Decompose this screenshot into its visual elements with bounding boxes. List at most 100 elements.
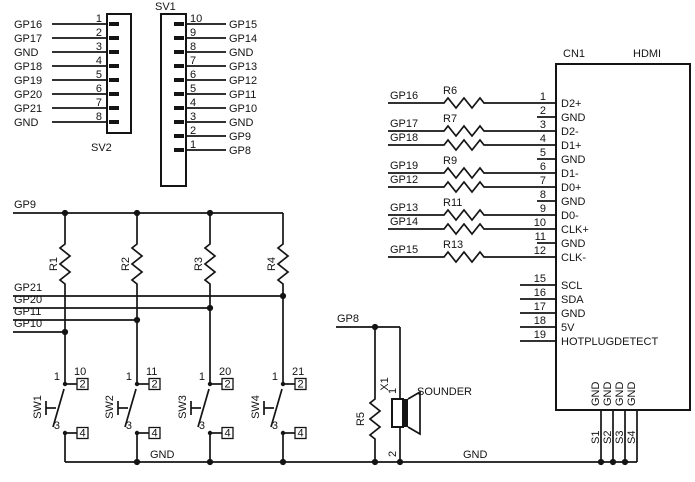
pin-number: 4 xyxy=(190,97,196,109)
pin-number: 18 xyxy=(534,315,546,327)
switch-lever xyxy=(270,388,283,428)
net-label: GP21 xyxy=(14,282,42,294)
pad-number: 2 xyxy=(79,379,85,391)
switch-pad xyxy=(221,377,234,391)
resistor-symbol xyxy=(440,180,488,194)
junction-dot xyxy=(279,292,287,300)
resistor-name: R1 xyxy=(48,257,60,271)
pin-number: 6 xyxy=(540,161,546,173)
pin-name: CLK+ xyxy=(561,224,589,236)
resistor-symbol xyxy=(58,240,72,288)
pin-contact xyxy=(174,36,184,40)
net-label: GP8 xyxy=(229,145,251,157)
hdmi-body xyxy=(555,63,691,411)
pin-number: 2 xyxy=(190,125,196,137)
switch-name: SW3 xyxy=(177,395,189,419)
switch-value: 21 xyxy=(292,366,304,378)
pin-contact xyxy=(174,134,184,138)
net-label-gp9: GP9 xyxy=(14,199,36,211)
hdmi-value: HDMI xyxy=(633,48,661,60)
resistor-symbol xyxy=(440,96,488,110)
pin-name: GND xyxy=(602,382,614,407)
pin-number: 1 xyxy=(387,388,399,394)
pin-number: 1 xyxy=(540,91,546,103)
net-label: GP14 xyxy=(229,33,257,45)
pin-name: GND xyxy=(561,154,586,166)
keypad: R1241310SW1R2241311SW2R3241320SW3R424132… xyxy=(13,209,307,462)
net-label: GND xyxy=(14,47,39,59)
resistor-symbol xyxy=(440,250,488,264)
pin-number: 12 xyxy=(534,245,546,257)
junction-dot xyxy=(206,304,214,312)
pin-number: 6 xyxy=(190,69,196,81)
sounder-body xyxy=(391,398,404,428)
pin-number: 3 xyxy=(54,420,60,432)
pin-contact xyxy=(109,78,119,82)
resistor-symbol xyxy=(440,166,488,180)
pin-number: 11 xyxy=(535,231,546,243)
switch-lever xyxy=(197,388,210,428)
resistor-symbol xyxy=(368,395,382,443)
pin-number: 2 xyxy=(540,105,546,117)
resistor-name: R6 xyxy=(443,85,457,97)
switch-pad xyxy=(76,426,89,440)
net-label: GP13 xyxy=(229,61,257,73)
pin-number: 3 xyxy=(126,420,132,432)
net-label: GP10 xyxy=(14,318,42,330)
resistor-name: R11 xyxy=(443,197,462,209)
resistor-symbol xyxy=(130,240,144,288)
switch-pad xyxy=(294,377,307,391)
resistor-symbol xyxy=(440,208,488,222)
pin-number: 1 xyxy=(54,371,60,383)
junction-dot xyxy=(621,458,629,466)
pin-contact xyxy=(109,92,119,96)
net-label: GP9 xyxy=(229,131,251,143)
pin-name: GND xyxy=(561,238,586,250)
junction-dot xyxy=(597,458,605,466)
pad-name: S3 xyxy=(614,431,626,444)
net-label: GP11 xyxy=(14,306,41,318)
sounder-body-plate xyxy=(403,399,408,427)
pin-number: 3 xyxy=(96,41,102,53)
net-label: GP15 xyxy=(229,19,257,31)
net-label: GND xyxy=(14,117,39,129)
sv2-name: SV2 xyxy=(91,142,112,154)
net-label: GP17 xyxy=(14,33,42,45)
pin-number: 9 xyxy=(190,27,196,39)
resistor-name: R3 xyxy=(193,257,205,271)
resistor-name: R13 xyxy=(443,239,463,251)
pad-number: 4 xyxy=(79,428,85,440)
pin-name: D0+ xyxy=(561,182,582,194)
pin-number: 4 xyxy=(540,133,546,145)
net-label: GP18 xyxy=(14,61,42,73)
net-label: GND xyxy=(229,47,254,59)
pin-number: 3 xyxy=(199,420,205,432)
pin-name: SDA xyxy=(561,294,584,306)
pin-number: 17 xyxy=(534,301,546,313)
pad-name: S2 xyxy=(602,431,614,444)
resistor-name: R5 xyxy=(355,412,367,426)
pin-name: GND xyxy=(561,308,586,320)
sounder-cone xyxy=(407,390,421,436)
pin-name: GND xyxy=(561,112,586,124)
sv2-body xyxy=(106,13,132,134)
pin-name: 5V xyxy=(561,322,575,334)
switch-pad xyxy=(294,426,307,440)
pin-number: 1 xyxy=(199,371,205,383)
pad-number: 4 xyxy=(151,428,157,440)
pin-number: 9 xyxy=(540,203,546,215)
net-label: GP17 xyxy=(390,118,418,130)
pin-contact xyxy=(174,148,184,152)
pin-number: 2 xyxy=(96,27,102,39)
net-label: GND xyxy=(229,117,254,129)
pin-number: 5 xyxy=(96,69,102,81)
pin-name: GND xyxy=(614,382,626,407)
switch-value: 11 xyxy=(146,366,157,378)
net-label: GP11 xyxy=(229,89,256,101)
switch-pad xyxy=(221,426,234,440)
pin-number: 7 xyxy=(540,175,546,187)
pin-number: 3 xyxy=(540,119,546,131)
